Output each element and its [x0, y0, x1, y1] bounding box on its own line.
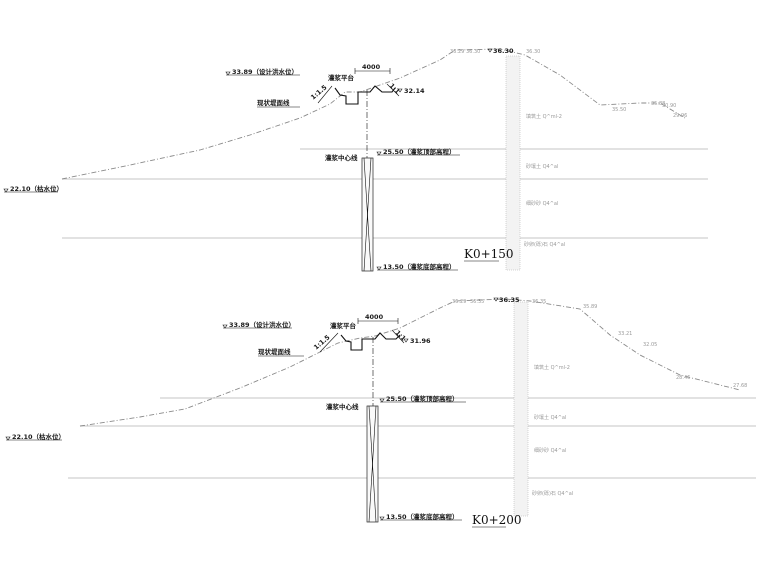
flood-level-label: 33.89（设计洪水位）: [229, 320, 295, 329]
ground-value: 35.50: [612, 107, 626, 113]
crest-level-label: 36.35: [499, 296, 520, 304]
grout-top-marker: [379, 398, 385, 403]
grout-platform-outline: [340, 332, 401, 351]
existing-slope-label: 现状堤面线: [257, 98, 290, 107]
center-line-label: 灌浆中心线: [326, 402, 359, 411]
crest-level-marker: [487, 48, 493, 53]
flood-level-label: 33.89（设计洪水位）: [232, 67, 298, 76]
soil-layer-label: 砂壤土 Q4^al: [526, 163, 558, 170]
ground-value: 36.35: [532, 299, 546, 305]
dry-level-marker: [3, 188, 9, 193]
soil-layer-label: 填筑土 Q^ml-2: [526, 113, 562, 120]
soil-layer-label: 细砂砂 Q4^al: [534, 447, 566, 454]
ground-value: 36.29: [450, 49, 464, 55]
width-label: 4000: [362, 63, 381, 71]
grout-top-label: 25.50（灌浆顶部高程）: [383, 147, 456, 156]
ground-value: 33.21: [618, 331, 632, 337]
ground-value: 36.35: [470, 299, 484, 305]
ground-value: 35.89: [583, 304, 597, 310]
ground-value: 35.88: [651, 101, 665, 107]
platform-label: 灌浆平台: [330, 321, 357, 330]
soil-layer-label: 砂卵(砾)石 Q4^al: [532, 490, 573, 497]
grout-bottom-marker: [379, 516, 385, 521]
dry-level-label: 22.10（枯水位）: [12, 432, 65, 441]
ground-value: 28.46: [676, 375, 690, 381]
existing-slope-label: 现状堤面线: [258, 347, 291, 356]
ground-value: 36.29: [452, 299, 466, 305]
crest-level-label: 36.30: [493, 47, 514, 55]
soil-layer-label: 砂壤土 Q4^al: [534, 414, 566, 421]
section-k0-150: 33.89（设计洪水位） 22.10（枯水位） 36.30 32.14 25.5…: [3, 47, 708, 272]
existing-ground-line: [79, 298, 741, 427]
ground-value: 36.30: [526, 49, 540, 55]
center-line-label: 灌浆中心线: [325, 153, 358, 162]
flood-level-marker: [225, 71, 231, 76]
platform-label: 灌浆平台: [328, 73, 355, 82]
section-title: K0+200: [472, 513, 522, 527]
soil-layer-label: 砂卵(砾)石 Q4^al: [524, 241, 565, 248]
ground-value: 27.68: [733, 383, 747, 389]
slope-line-right: [391, 329, 405, 344]
flood-level-marker: [222, 324, 228, 329]
ground-value: 32.05: [643, 342, 657, 348]
existing-ground-line: [61, 48, 686, 180]
dry-level-label: 22.10（枯水位）: [10, 184, 63, 193]
grout-platform-outline: [334, 85, 396, 105]
dry-level-marker: [5, 436, 11, 441]
slope-line-left: [317, 85, 333, 104]
crest-level-marker: [493, 297, 499, 302]
section-k0-200: 33.89（设计洪水位） 22.10（枯水位） 36.35 31.96 25.5…: [5, 296, 756, 528]
soil-layer-label: 细砂砂 Q4^al: [526, 200, 558, 207]
platform-level-label: 31.96: [410, 337, 431, 345]
ground-value: 30.90: [662, 103, 676, 109]
slope-line-left: [319, 332, 339, 353]
grout-curtain-hatch-2: [363, 157, 372, 272]
grout-bottom-label: 13.50（灌浆底部高程）: [383, 262, 456, 271]
width-label: 4000: [365, 313, 384, 321]
grout-top-marker: [376, 151, 382, 156]
platform-level-marker: [403, 338, 409, 343]
ground-value: 29.96: [673, 113, 687, 119]
grout-top-label: 25.50（灌浆顶部高程）: [386, 394, 459, 403]
borehole-column: [513, 301, 529, 517]
ground-value: 36.30: [466, 49, 480, 55]
slope-left-label: 1:1.5: [309, 83, 329, 101]
platform-level-marker: [397, 88, 403, 93]
slope-line-right: [386, 83, 400, 97]
section-title: K0+150: [464, 247, 514, 261]
soil-layer-label: 填筑土 Q^ml-2: [534, 364, 570, 371]
grout-bottom-marker: [376, 266, 382, 271]
platform-level-label: 32.14: [404, 87, 425, 95]
borehole-column: [505, 55, 521, 271]
slope-right-label: 1:1: [394, 329, 408, 343]
grout-bottom-label: 13.50（灌浆底部高程）: [386, 512, 459, 521]
slope-right-label: 1:1: [388, 82, 402, 96]
grout-curtain-hatch-2: [368, 405, 377, 523]
